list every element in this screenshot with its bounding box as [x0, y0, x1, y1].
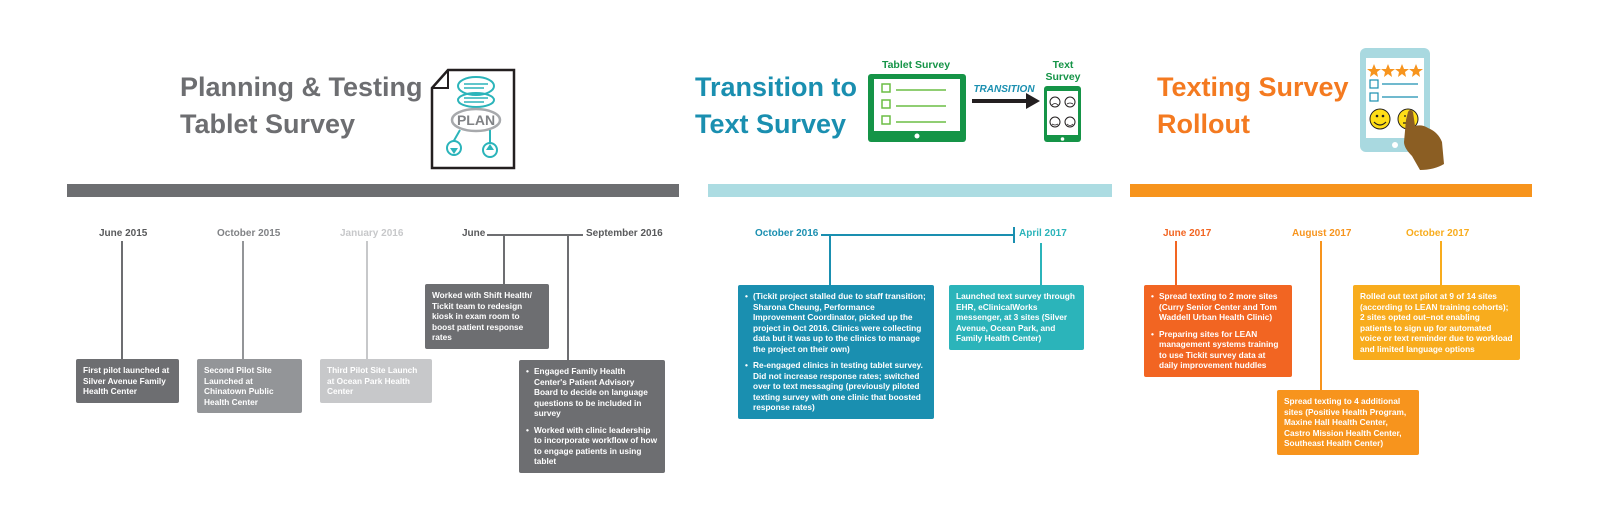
date-october-2015: October 2015 [217, 228, 281, 239]
connector-september-2016 [567, 234, 569, 360]
transition-arrow-icon: TRANSITION [972, 84, 1040, 109]
date-january-2016: January 2016 [340, 228, 404, 239]
transition-title-line1: Transition to [695, 72, 857, 102]
connector-october-2017 [1440, 241, 1442, 285]
date-august-2017: August 2017 [1292, 228, 1352, 239]
planning-phase-title: Planning & Testing Tablet Survey [180, 69, 423, 143]
june-september-bracket [487, 234, 583, 236]
text-survey-phone-icon: Text Survey [1044, 59, 1081, 142]
rollout-phase-title: Texting Survey Rollout [1157, 69, 1349, 143]
planning-title-line2: Tablet Survey [180, 109, 356, 139]
plan-icon-label: PLAN [457, 112, 495, 128]
transition-phase-title: Transition to Text Survey [695, 69, 857, 143]
text-survey-label-line2: Survey [1045, 71, 1080, 83]
event-kiosk-redesign: Worked with Shift Health/ Tickit team to… [425, 284, 549, 349]
rollout-title-line1: Texting Survey [1157, 72, 1349, 102]
rating-tablet-icon [1360, 48, 1444, 170]
tablet-survey-icon: Tablet Survey [868, 59, 966, 142]
lean-training-item: Preparing sites for LEAN management syst… [1151, 329, 1285, 371]
event-spread-two-sites: Spread texting to 2 more sites (Curry Se… [1144, 285, 1292, 377]
connector-june-2017 [1175, 241, 1177, 285]
connector-january-2016 [366, 241, 368, 359]
bracket-end-tick [1013, 227, 1015, 243]
date-june-2015: June 2015 [99, 228, 148, 239]
text-survey-label-line1: Text [1053, 59, 1074, 71]
transition-phase-band [708, 184, 1112, 197]
connector-april-2017 [1040, 243, 1042, 285]
staff-transition-item: (Tickit project stalled due to staff tra… [745, 291, 927, 354]
event-advisory-board: Engaged Family Health Center's Patient A… [519, 360, 665, 473]
transition-title-line2: Text Survey [695, 109, 847, 139]
plan-document-icon: PLAN [430, 68, 516, 170]
reengaged-clinics-item: Re-engaged clinics in testing tablet sur… [745, 360, 927, 413]
october-april-bracket [821, 234, 1015, 236]
rollout-title-line2: Rollout [1157, 109, 1250, 139]
event-launched-text-survey: Launched text survey through EHR, eClini… [949, 285, 1084, 350]
date-april-2017: April 2017 [1019, 228, 1067, 239]
event-rolled-out-pilot: Rolled out text pilot at 9 of 14 sites (… [1353, 285, 1520, 360]
event-third-pilot: Third Pilot Site Launch at Ocean Park He… [320, 359, 432, 403]
event-spread-four-sites: Spread texting to 4 additional sites (Po… [1277, 390, 1419, 455]
transition-arrow-label: TRANSITION [973, 84, 1035, 95]
event-first-pilot: First pilot launched at Silver Avenue Fa… [76, 359, 179, 403]
date-october-2016: October 2016 [755, 228, 819, 239]
date-june: June [462, 228, 486, 239]
date-october-2017: October 2017 [1406, 228, 1470, 239]
rollout-phase-band [1130, 184, 1532, 197]
date-june-2017: June 2017 [1163, 228, 1212, 239]
connector-october-2015 [242, 241, 244, 359]
two-sites-item: Spread texting to 2 more sites (Curry Se… [1151, 291, 1285, 323]
event-project-stalled: (Tickit project stalled due to staff tra… [738, 285, 934, 419]
date-september-2016: September 2016 [586, 228, 663, 239]
clinic-leadership-item: Worked with clinic leadership to incorpo… [526, 425, 658, 467]
event-second-pilot: Second Pilot Site Launched at Chinatown … [197, 359, 302, 413]
connector-august-2017 [1320, 241, 1322, 390]
planning-phase-band [67, 184, 679, 197]
planning-title-line1: Planning & Testing [180, 72, 423, 102]
connector-october-2016 [829, 234, 831, 285]
connector-june [503, 234, 505, 284]
advisory-board-item: Engaged Family Health Center's Patient A… [526, 366, 658, 419]
tablet-survey-label: Tablet Survey [882, 59, 950, 71]
connector-june-2015 [121, 241, 123, 359]
